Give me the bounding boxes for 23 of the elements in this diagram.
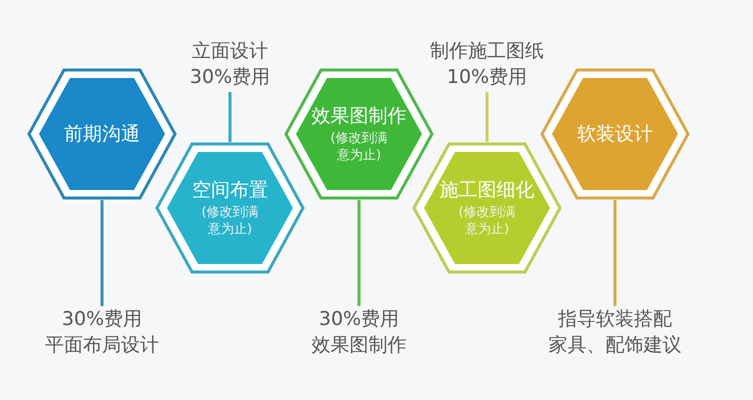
leader-line [486, 92, 488, 142]
step-title: 效果图制作 [312, 104, 406, 128]
step-note: (修改到满意为止) [329, 130, 389, 164]
callout-text: 效果图制作 [312, 333, 406, 358]
step-note: (修改到满意为止) [457, 204, 517, 238]
step-title: 空间布置 [192, 178, 268, 202]
step-title: 施工图细化 [440, 178, 534, 202]
leader-line [100, 200, 104, 306]
callout-text: 家具、配饰建议 [548, 333, 682, 358]
leader-line [358, 200, 360, 306]
callout-text: 30%费用 [190, 65, 270, 90]
callout-text: 立面设计 [192, 39, 268, 64]
callout-text: 平面布局设计 [45, 333, 159, 358]
step-title: 前期沟通 [64, 122, 140, 146]
step-title: 软装设计 [577, 122, 653, 146]
callout-text: 30%费用 [62, 307, 142, 332]
step-note: (修改到满意为止) [200, 204, 260, 238]
callout-text: 30%费用 [318, 307, 400, 332]
leader-line [614, 200, 616, 306]
leader-line [228, 92, 232, 142]
callout-text: 指导软装搭配 [558, 307, 672, 332]
callout-text: 制作施工图纸 [430, 39, 544, 64]
callout-text: 10%费用 [446, 65, 528, 90]
